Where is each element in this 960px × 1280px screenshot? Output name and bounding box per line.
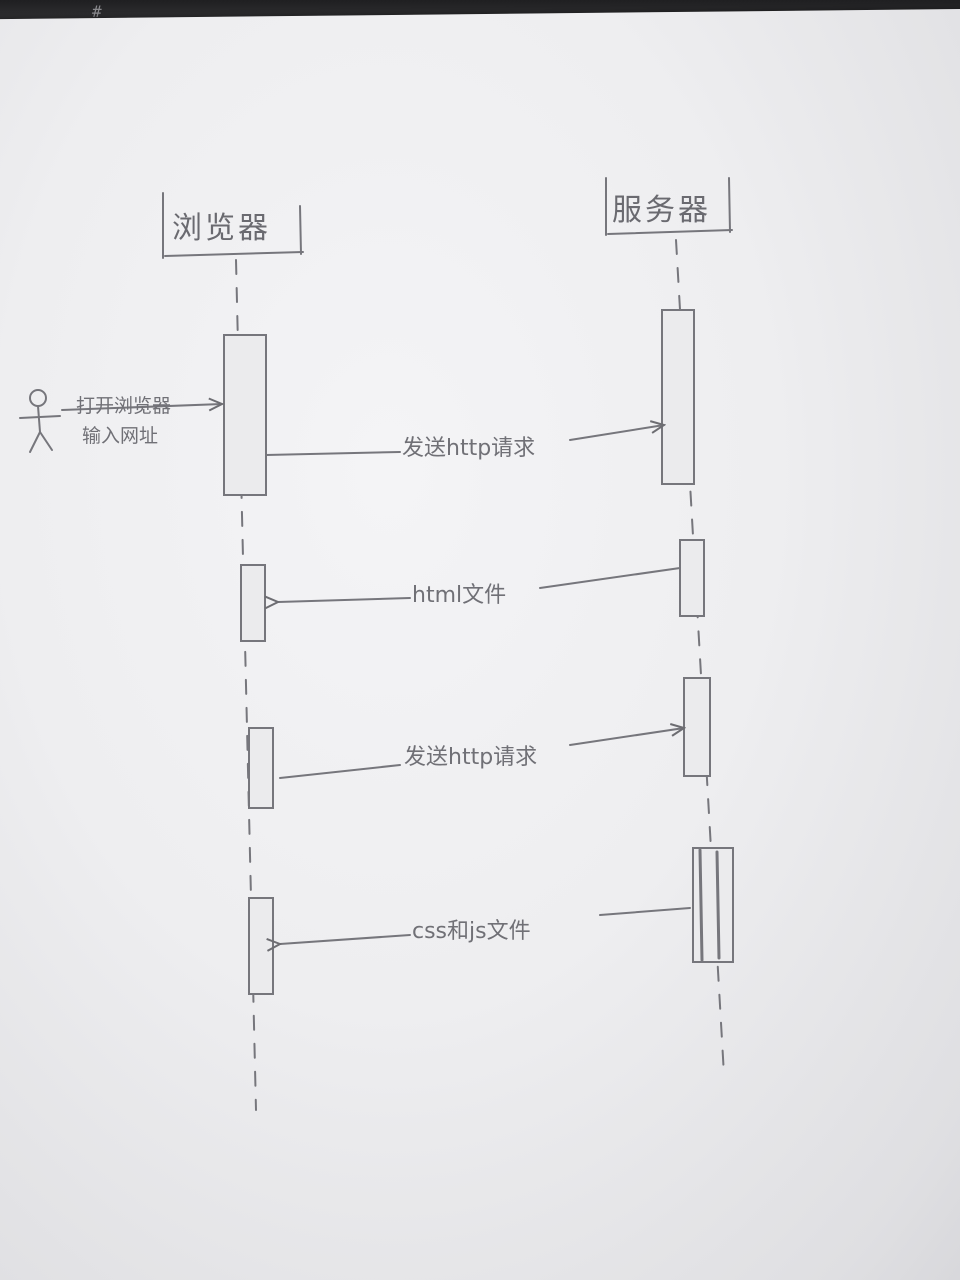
message-arrow-4	[280, 907, 691, 944]
actor-label-line2: 输入网址	[82, 425, 158, 447]
hash-key-label: #	[92, 2, 102, 21]
participant-box-browser	[162, 192, 304, 259]
activation-server-3	[683, 677, 711, 777]
activation-server-1	[661, 309, 695, 485]
activation-browser-2	[240, 564, 266, 642]
participant-box-server	[605, 177, 733, 236]
participant-label-server: 服务器	[612, 193, 711, 228]
message-label-1: 发送http请求	[402, 436, 535, 461]
message-label-4: css和js文件	[412, 919, 531, 944]
activation-server-2	[679, 539, 705, 617]
participant-label-browser: 浏览器	[172, 211, 271, 246]
message-label-3: 发送http请求	[404, 745, 537, 770]
message-arrow-1	[265, 425, 664, 456]
message-label-2: html文件	[412, 583, 506, 608]
message-arrow-2	[278, 567, 681, 602]
activation-browser-4	[248, 897, 274, 995]
actor-label-line1: 打开浏览器	[76, 395, 171, 417]
user-actor-icon	[19, 389, 61, 453]
activation-browser-3	[248, 727, 274, 809]
activation-browser-1	[223, 334, 267, 496]
message-arrow-3	[279, 728, 684, 779]
actor-arrow	[61, 404, 222, 410]
